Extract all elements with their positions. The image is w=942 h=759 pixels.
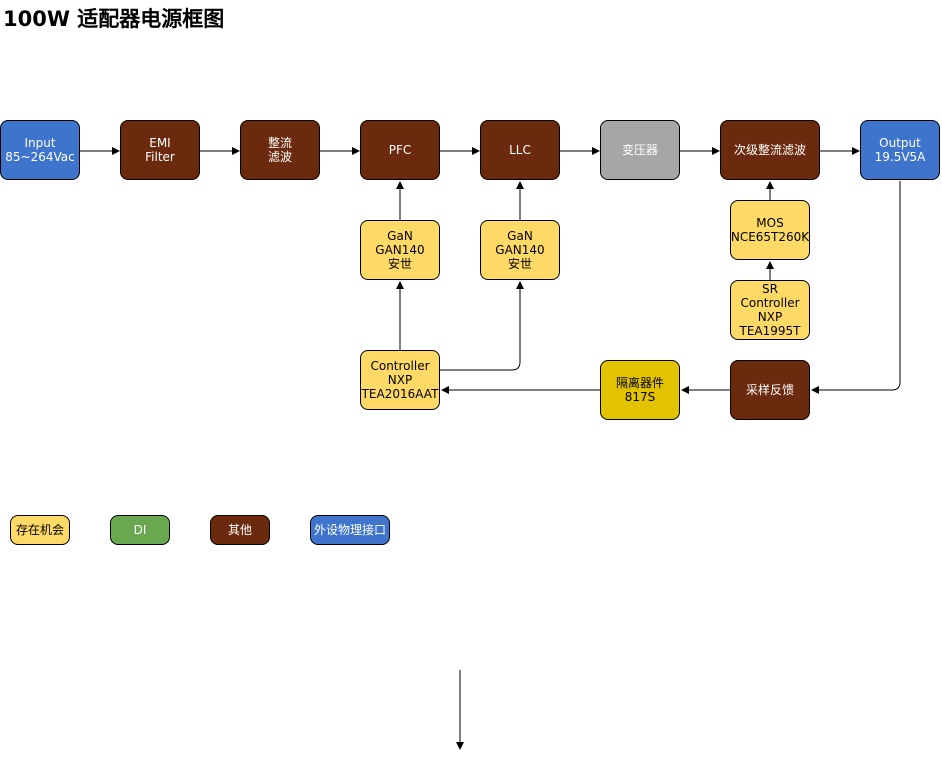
- arrow-output-feedback: [811, 181, 901, 394]
- block-mos-label: MOS NCE65T260K: [730, 216, 810, 244]
- block-gan-llc-label: GaN GAN140 安世: [495, 229, 545, 271]
- block-isolator: 隔离器件 817S: [600, 360, 680, 420]
- block-output-label: Output 19.5V5A: [874, 136, 926, 164]
- block-output: Output 19.5V5A: [860, 120, 940, 180]
- block-rectifier-label: 整流 滤波: [267, 136, 292, 164]
- block-input-label: Input 85~264Vac: [5, 136, 75, 164]
- block-controller: Controller NXP TEA2016AAT: [360, 350, 440, 410]
- block-sr-controller-label: SR Controller NXP TEA1995T: [739, 282, 801, 338]
- block-llc: LLC: [480, 120, 560, 180]
- block-sr-controller: SR Controller NXP TEA1995T: [730, 280, 810, 340]
- block-mos: MOS NCE65T260K: [730, 200, 810, 260]
- block-pfc: PFC: [360, 120, 440, 180]
- block-gan-llc: GaN GAN140 安世: [480, 220, 560, 280]
- legend-other: 其他: [210, 515, 270, 545]
- legend-peripheral-label: 外设物理接口: [313, 523, 386, 537]
- block-transformer-label: 变压器: [621, 143, 658, 157]
- legend-opportunity-label: 存在机会: [15, 523, 64, 537]
- block-secondary-rectifier: 次级整流滤波: [720, 120, 820, 180]
- arrow-controller-ganllc: [440, 281, 524, 371]
- block-controller-label: Controller NXP TEA2016AAT: [361, 359, 439, 401]
- legend-other-label: 其他: [227, 523, 252, 537]
- legend-peripheral: 外设物理接口: [310, 515, 390, 545]
- block-input: Input 85~264Vac: [0, 120, 80, 180]
- block-transformer: 变压器: [600, 120, 680, 180]
- block-feedback-label: 采样反馈: [745, 383, 794, 397]
- block-pfc-label: PFC: [388, 143, 412, 157]
- block-gan-pfc-label: GaN GAN140 安世: [375, 229, 425, 271]
- block-emi-filter-label: EMI Filter: [145, 136, 175, 164]
- block-rectifier: 整流 滤波: [240, 120, 320, 180]
- block-secondary-rectifier-label: 次级整流滤波: [733, 143, 806, 157]
- block-llc-label: LLC: [509, 143, 531, 157]
- legend-di: DI: [110, 515, 170, 545]
- legend-di-label: DI: [133, 523, 147, 537]
- block-emi-filter: EMI Filter: [120, 120, 200, 180]
- page-title: 100W 适配器电源框图: [3, 7, 225, 31]
- block-gan-pfc: GaN GAN140 安世: [360, 220, 440, 280]
- legend-opportunity: 存在机会: [10, 515, 70, 545]
- block-feedback: 采样反馈: [730, 360, 810, 420]
- block-isolator-label: 隔离器件 817S: [615, 376, 664, 404]
